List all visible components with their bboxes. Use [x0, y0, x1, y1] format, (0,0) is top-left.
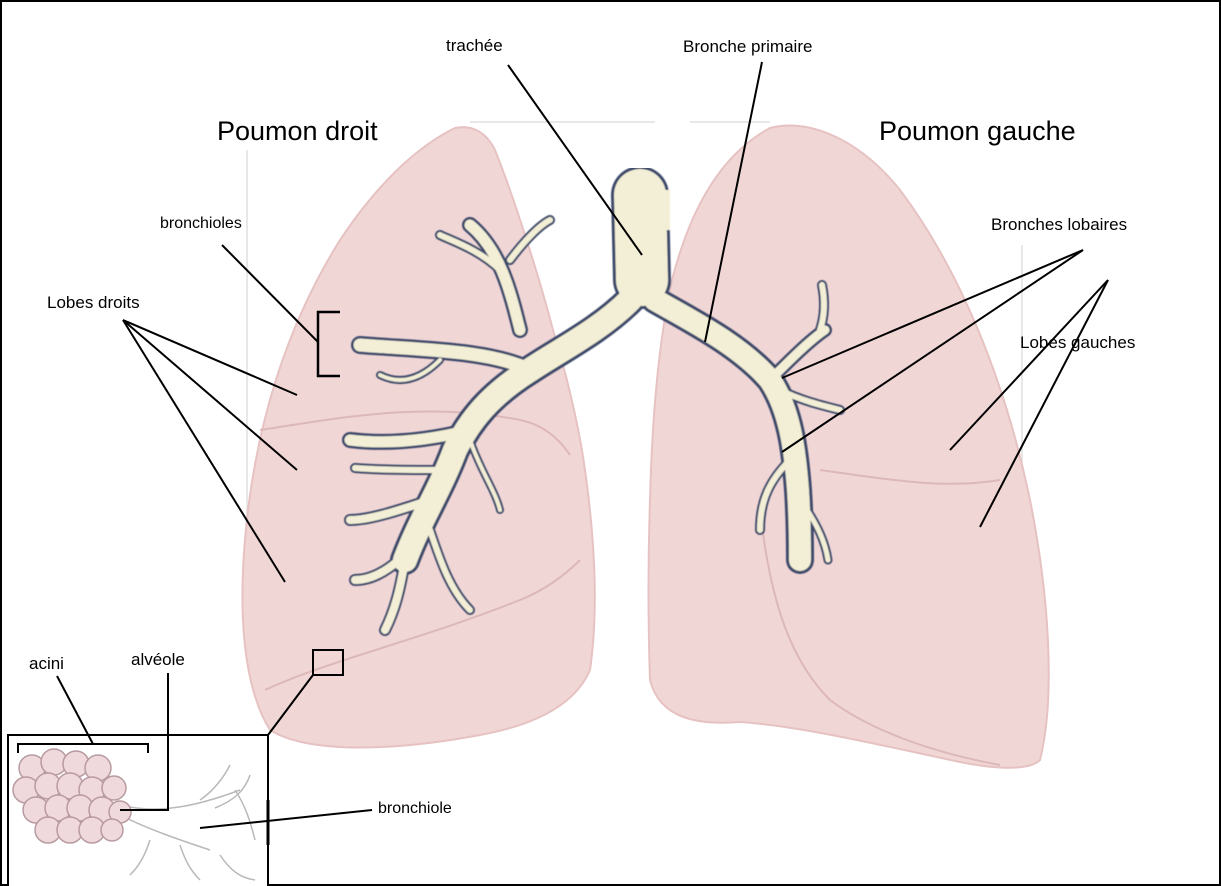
left-lobes-label: Lobes gauches: [1020, 333, 1135, 352]
right-lobes-label: Lobes droits: [47, 293, 140, 312]
trachea-leader: [508, 65, 642, 255]
alveolus-label: alvéole: [131, 650, 185, 669]
left-lung-shape: [649, 126, 1049, 768]
acini-label: acini: [29, 654, 64, 673]
trachea-label: trachée: [446, 36, 503, 55]
lobar-bronchi-label: Bronches lobaires: [991, 215, 1127, 234]
bronchiole-label: bronchiole: [378, 800, 452, 817]
right-lobes-leader-1: [123, 320, 297, 395]
right-lung-label: Poumon droit: [217, 116, 378, 146]
bronchioles-label: bronchioles: [160, 215, 242, 232]
bronchioles-leader: [222, 245, 318, 342]
acini-leader: [57, 676, 93, 744]
left-lung-label: Poumon gauche: [879, 116, 1076, 146]
primary-bronchus-label: Bronche primaire: [683, 37, 812, 56]
